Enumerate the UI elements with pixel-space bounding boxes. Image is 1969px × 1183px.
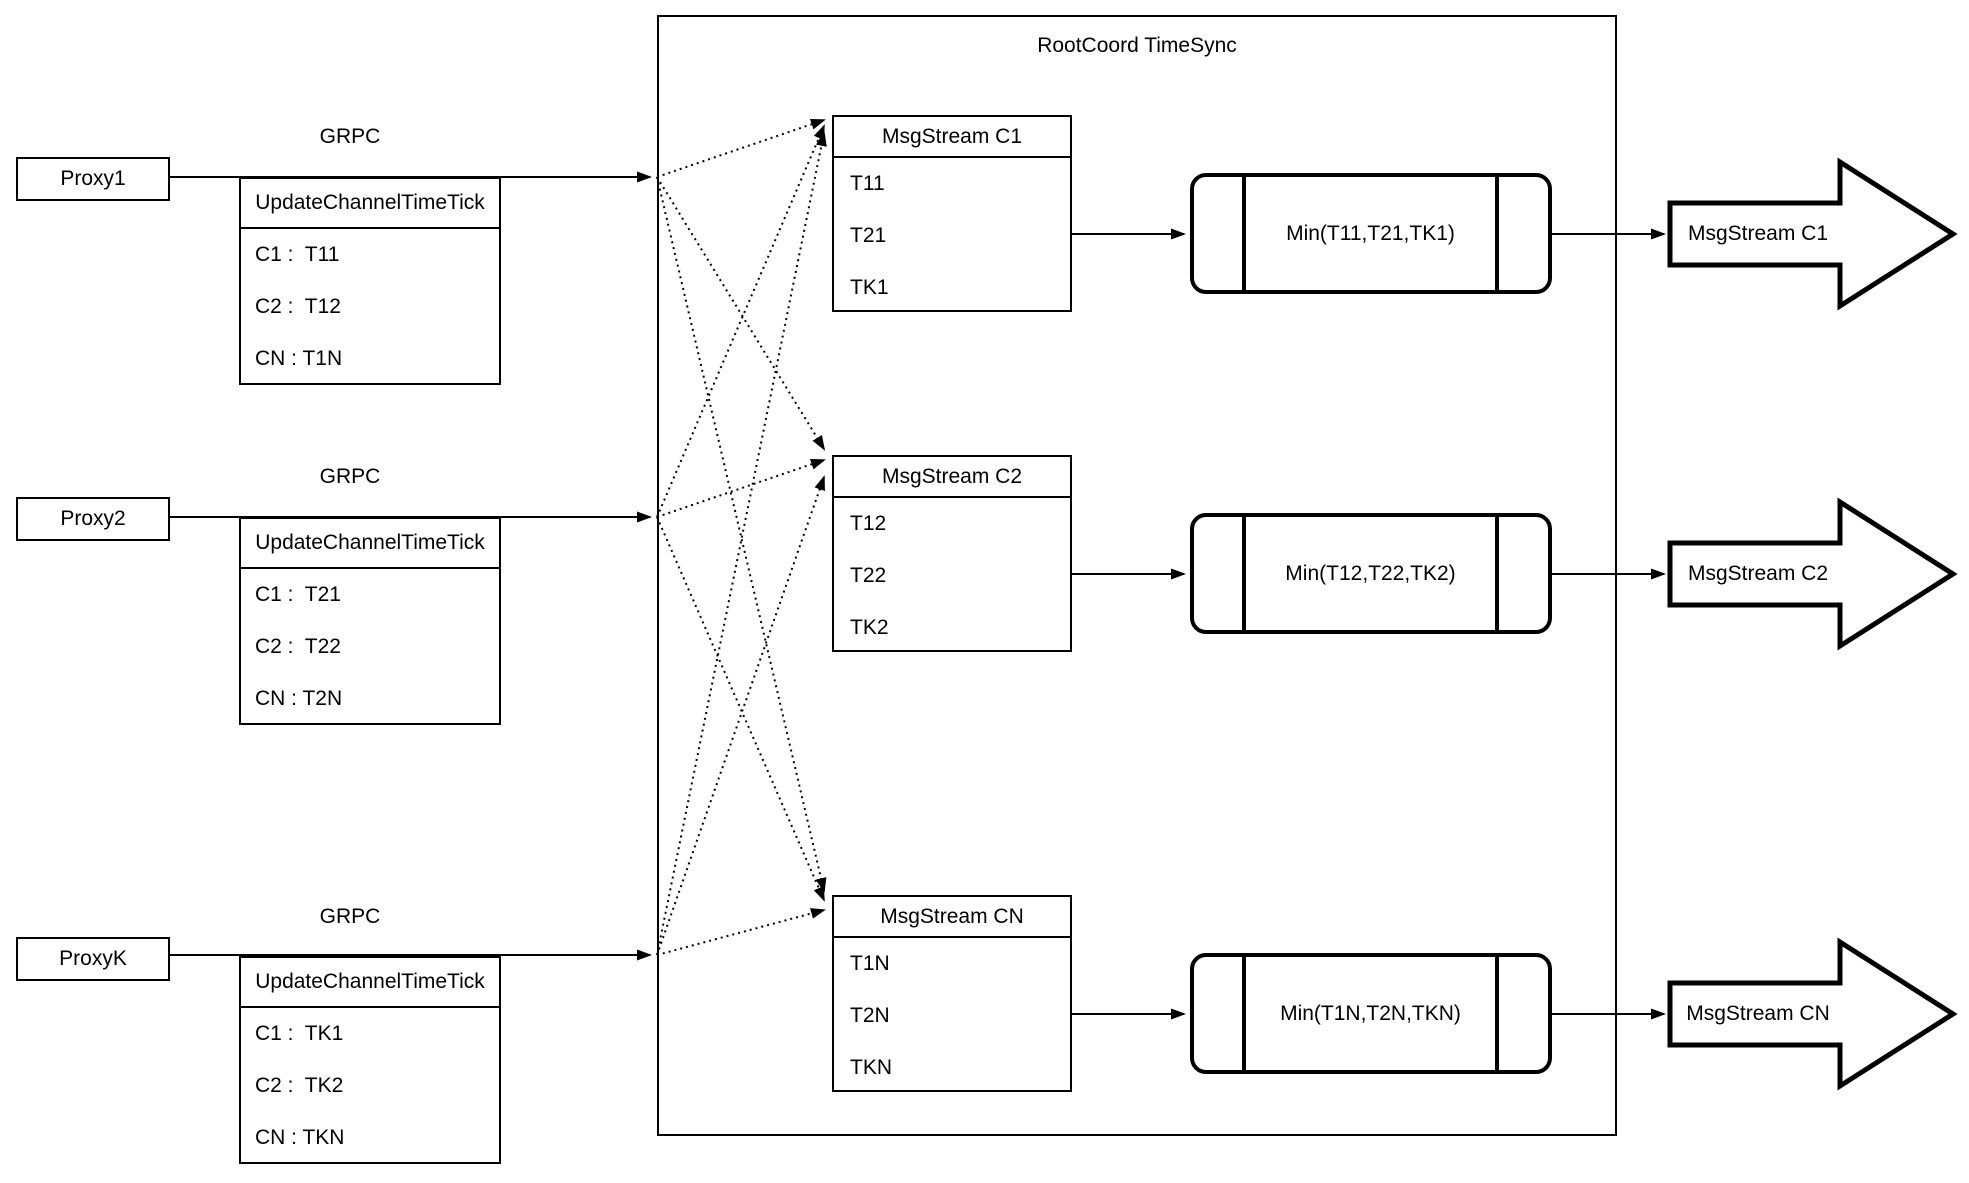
msgstream-table-cn: MsgStream CN T1N T2N TKN xyxy=(832,895,1072,1092)
grpc-label-1: GRPC xyxy=(319,125,381,148)
min-box-1: Min(T11,T21,TK1) xyxy=(1190,173,1552,294)
msgstream-row: TK2 xyxy=(850,616,889,639)
msgstream-table-title: MsgStream C2 xyxy=(834,457,1070,498)
grpc-label-3: GRPC xyxy=(319,905,381,928)
update-channel-timetick-table-2: UpdateChannelTimeTick C1 : T21 C2 : T22 … xyxy=(239,517,501,725)
proxy-label-1: Proxy1 xyxy=(60,167,126,190)
output-arrow-shape-3 xyxy=(1667,937,1958,1091)
msgstream-row: T22 xyxy=(850,564,887,587)
table-row: C1 : T11 xyxy=(255,243,340,266)
msgstream-row: TKN xyxy=(850,1056,892,1079)
msgstream-row: T2N xyxy=(850,1004,890,1027)
table-header: UpdateChannelTimeTick xyxy=(241,179,499,229)
update-channel-timetick-table-1: UpdateChannelTimeTick C1 : T11 C2 : T12 … xyxy=(239,177,501,385)
process-bar-right xyxy=(1495,517,1499,630)
msgstream-row: TK1 xyxy=(850,276,889,299)
update-channel-timetick-table-3: UpdateChannelTimeTick C1 : TK1 C2 : TK2 … xyxy=(239,956,501,1164)
msgstream-table-title: MsgStream CN xyxy=(834,897,1070,938)
output-arrow-shape-1 xyxy=(1667,157,1958,311)
output-arrow-label-3: MsgStream CN xyxy=(1686,1002,1830,1025)
dotted-link-pk-cn xyxy=(656,908,826,956)
proxy-label-k: ProxyK xyxy=(59,947,127,970)
dotted-link-p1-c1 xyxy=(656,118,826,178)
proxy-box-2: Proxy2 xyxy=(16,497,170,541)
table-row: CN : T2N xyxy=(255,687,343,710)
msgstream-table-title: MsgStream C1 xyxy=(834,117,1070,158)
min-label-1: Min(T11,T21,TK1) xyxy=(1286,221,1455,245)
table-row: C2 : T12 xyxy=(255,295,341,318)
table-row: C2 : T22 xyxy=(255,635,341,658)
proxy-box-1: Proxy1 xyxy=(16,157,170,201)
min-label-3: Min(T1N,T2N,TKN) xyxy=(1280,1001,1461,1025)
table-row: CN : T1N xyxy=(255,347,343,370)
min-label-2: Min(T12,T22,TK2) xyxy=(1285,561,1456,585)
output-arrow-label-2: MsgStream C2 xyxy=(1687,562,1829,585)
min-box-3: Min(T1N,T2N,TKN) xyxy=(1190,953,1552,1074)
proxy-label-2: Proxy2 xyxy=(60,507,126,530)
dotted-link-p1-cn xyxy=(656,176,827,893)
proxy-box-k: ProxyK xyxy=(16,937,170,981)
msgstream-table-c2: MsgStream C2 T12 T22 TK2 xyxy=(832,455,1072,652)
table-row: C2 : TK2 xyxy=(255,1074,344,1097)
msgstream-row: T12 xyxy=(850,512,887,535)
table-header: UpdateChannelTimeTick xyxy=(241,958,499,1008)
rootcoord-title: RootCoord TimeSync xyxy=(1037,34,1237,57)
msgstream-row: T11 xyxy=(850,172,885,195)
table-row: CN : TKN xyxy=(255,1126,345,1149)
output-arrow-label-1: MsgStream C1 xyxy=(1687,222,1829,245)
rootcoord-box xyxy=(657,15,1617,1136)
dotted-link-p2-c2 xyxy=(656,458,826,518)
msgstream-table-c1: MsgStream C1 T11 T21 TK1 xyxy=(832,115,1072,312)
dotted-link-p2-cn xyxy=(656,516,825,902)
table-row: C1 : T21 xyxy=(255,583,341,606)
process-bar-right xyxy=(1495,957,1499,1070)
process-bar-right xyxy=(1495,177,1499,290)
msgstream-row: T21 xyxy=(850,224,887,247)
table-row: C1 : TK1 xyxy=(255,1022,344,1045)
dotted-link-p2-c1 xyxy=(656,124,825,518)
dotted-link-pk-c1 xyxy=(656,131,827,956)
dotted-link-pk-c2 xyxy=(656,475,825,956)
process-bar-left xyxy=(1242,957,1246,1070)
grpc-label-2: GRPC xyxy=(319,465,381,488)
output-arrow-shape-2 xyxy=(1667,497,1958,651)
dotted-link-p1-c2 xyxy=(656,176,826,451)
process-bar-left xyxy=(1242,177,1246,290)
table-header: UpdateChannelTimeTick xyxy=(241,519,499,569)
msgstream-row: T1N xyxy=(850,952,890,975)
min-box-2: Min(T12,T22,TK2) xyxy=(1190,513,1552,634)
process-bar-left xyxy=(1242,517,1246,630)
